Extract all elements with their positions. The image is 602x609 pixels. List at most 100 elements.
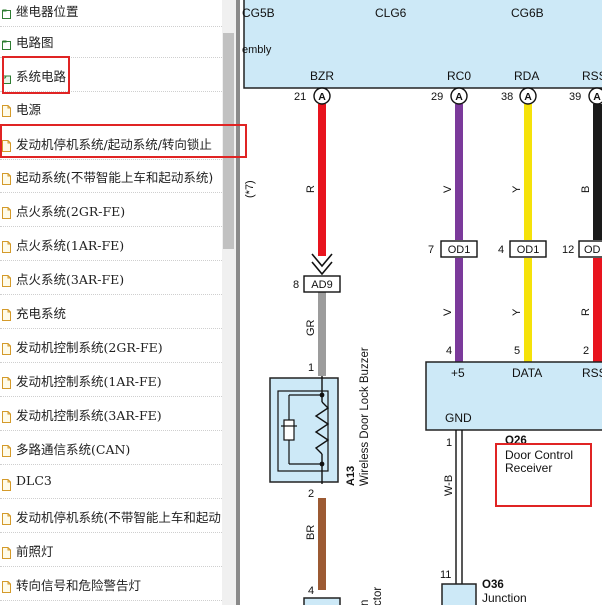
wire-color-br: BR <box>305 525 317 540</box>
tree-item[interactable]: 发动机停机系统(不带智能上车和起动 <box>0 499 222 533</box>
scrollbar-thumb[interactable] <box>223 33 234 249</box>
tree-item[interactable]: DLC3 <box>0 465 222 499</box>
tree-item[interactable]: 发动机控制系统(1AR-FE) <box>0 363 222 397</box>
tree-item-label: 点火系统(1AR-FE) <box>16 238 125 253</box>
tree-item[interactable]: 多路通信系统(CAN) <box>0 431 222 465</box>
receiver-id: O26 <box>505 435 527 447</box>
buzzer-name: Wireless Door Lock Buzzer <box>359 347 371 486</box>
top-label-cg5b: CG5B <box>242 6 275 20</box>
tree-item-label: 继电器位置 <box>16 4 79 19</box>
svg-text:A: A <box>318 91 326 103</box>
wiring-diagram: CG5B CLG6 CG6B embly BZR RC0 RDA RSS A A… <box>242 0 602 609</box>
document-icon <box>2 442 11 457</box>
pin-name-rss: RSS <box>582 69 602 83</box>
receiver-pin-label-plus5: +5 <box>451 366 465 380</box>
wire-red-upper <box>318 104 326 256</box>
tree-item[interactable]: 电路图 <box>0 24 222 58</box>
partial-label-n: n <box>359 600 371 605</box>
receiver-pin-5: 5 <box>514 345 520 357</box>
od1-pin-4: 4 <box>498 244 504 256</box>
tree-item[interactable]: 发动机控制系统(2GR-FE) <box>0 329 222 363</box>
tree-item[interactable]: 电源 <box>0 91 222 125</box>
bottom-left-pin-4: 4 <box>308 585 314 597</box>
wire-color-gr: GR <box>305 319 317 336</box>
assembly-label: embly <box>242 44 272 56</box>
tree-item-label: DLC3 <box>16 473 52 488</box>
tree-item-label: 发动机停机系统/起动系统/转向锁止 <box>16 137 212 152</box>
pane-divider[interactable] <box>236 0 240 605</box>
document-icon <box>2 476 11 491</box>
svg-text:A: A <box>455 91 463 103</box>
pin-name-rc0: RC0 <box>447 69 471 83</box>
folder-icon <box>2 4 11 19</box>
folder-open-icon <box>2 69 11 84</box>
document-icon <box>2 170 11 185</box>
gnd-pin-1: 1 <box>446 437 452 449</box>
tree-item[interactable]: 发动机停机系统/起动系统/转向锁止 <box>0 126 222 160</box>
wire-color-r-lower: R <box>580 308 592 316</box>
tree-item-label: 电路图 <box>16 35 54 50</box>
wire-color-v-upper: V <box>442 185 454 193</box>
tree-item[interactable]: 起动系统(不带智能上车和起动系统) <box>0 159 222 193</box>
svg-text:OD: OD <box>584 244 601 256</box>
chevron-upper <box>311 253 333 268</box>
tree-item[interactable]: 点火系统(2GR-FE) <box>0 193 222 227</box>
pin-marker-29: A <box>450 87 468 105</box>
svg-text:OD1: OD1 <box>517 244 540 256</box>
tree-item[interactable]: 充电系统 <box>0 295 222 329</box>
pin-marker-21: A <box>313 87 331 105</box>
document-icon <box>2 374 11 389</box>
receiver-pin-label-gnd: GND <box>445 411 472 425</box>
receiver-pin-label-data: DATA <box>512 366 542 380</box>
tree-item[interactable]: 转向信号和危险警告灯 <box>0 567 222 601</box>
wire-brown <box>318 498 326 590</box>
tree-item-label: 转向信号和危险警告灯 <box>16 578 142 593</box>
pin-number-38: 38 <box>501 91 513 103</box>
od1-pin-12: 12 <box>562 244 574 256</box>
tree-item[interactable]: 系统电路 <box>0 58 222 92</box>
junction-name: Junction <box>482 591 527 605</box>
ad9-pin-8: 8 <box>293 279 299 291</box>
receiver-pin-2: 2 <box>583 345 589 357</box>
pin-number-21: 21 <box>294 91 306 103</box>
wire-color-r-upper: R <box>305 185 317 193</box>
top-label-cg6b: CG6B <box>511 6 544 20</box>
svg-text:AD9: AD9 <box>311 279 332 291</box>
wire-purple-lower <box>455 258 463 362</box>
tree-item-label: 发动机控制系统(1AR-FE) <box>16 374 162 389</box>
wire-yellow-lower <box>524 258 532 362</box>
document-icon <box>2 510 11 525</box>
receiver-name-line1: Door Control <box>505 448 573 462</box>
buzzer-pin-2: 2 <box>308 488 314 500</box>
tree-item-label: 点火系统(2GR-FE) <box>16 204 126 219</box>
tree-item[interactable]: 点火系统(1AR-FE) <box>0 227 222 261</box>
door-control-receiver-block <box>425 361 602 431</box>
tree-item-label: 发动机停机系统(不带智能上车和起动 <box>16 510 221 525</box>
tree-item-label: 发动机控制系统(2GR-FE) <box>16 340 163 355</box>
junction-connector-block <box>441 583 477 609</box>
receiver-name-line2: Receiver <box>505 461 552 475</box>
od1-pin-7: 7 <box>428 244 434 256</box>
chevron-lower <box>311 261 333 276</box>
tree-item[interactable]: 点火系统(3AR-FE) <box>0 261 222 295</box>
wire-gray <box>318 292 326 376</box>
tree-item-label: 多路通信系统(CAN) <box>16 442 131 457</box>
pin-name-rda: RDA <box>514 69 539 83</box>
receiver-pin-4: 4 <box>446 345 452 357</box>
tree-item[interactable]: 前照灯 <box>0 533 222 567</box>
document-icon <box>2 544 11 559</box>
document-icon <box>2 238 11 253</box>
wire-color-v-lower: V <box>442 308 454 316</box>
buzzer-symbol <box>269 376 339 484</box>
receiver-pin-label-rss: RSS <box>582 366 602 380</box>
tree-sidebar: 继电器位置电路图系统电路电源发动机停机系统/起动系统/转向锁止起动系统(不带智能… <box>0 0 236 605</box>
pin-number-29: 29 <box>431 91 443 103</box>
tree-item[interactable]: 继电器位置 <box>0 0 222 27</box>
pin-marker-38: A <box>519 87 537 105</box>
wire-red-lower <box>593 258 602 362</box>
top-label-clg6: CLG6 <box>375 6 407 20</box>
document-icon <box>2 272 11 287</box>
tree-item[interactable]: 发动机控制系统(3AR-FE) <box>0 397 222 431</box>
side-note: (*7) <box>244 180 256 198</box>
document-icon <box>2 340 11 355</box>
